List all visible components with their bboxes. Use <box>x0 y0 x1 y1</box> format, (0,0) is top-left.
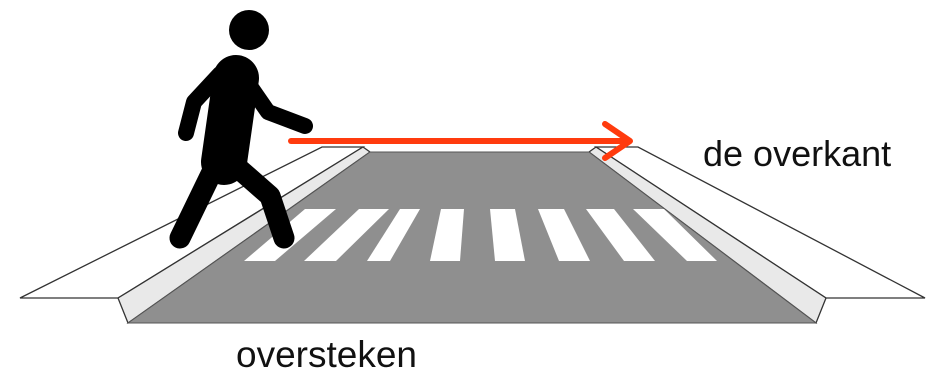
pedestrian-head <box>229 10 269 50</box>
destination-label: de overkant <box>703 136 891 172</box>
action-label: oversteken <box>236 336 417 373</box>
pedestrian-torso <box>224 78 236 162</box>
pedestrian-front-arm <box>250 86 305 126</box>
